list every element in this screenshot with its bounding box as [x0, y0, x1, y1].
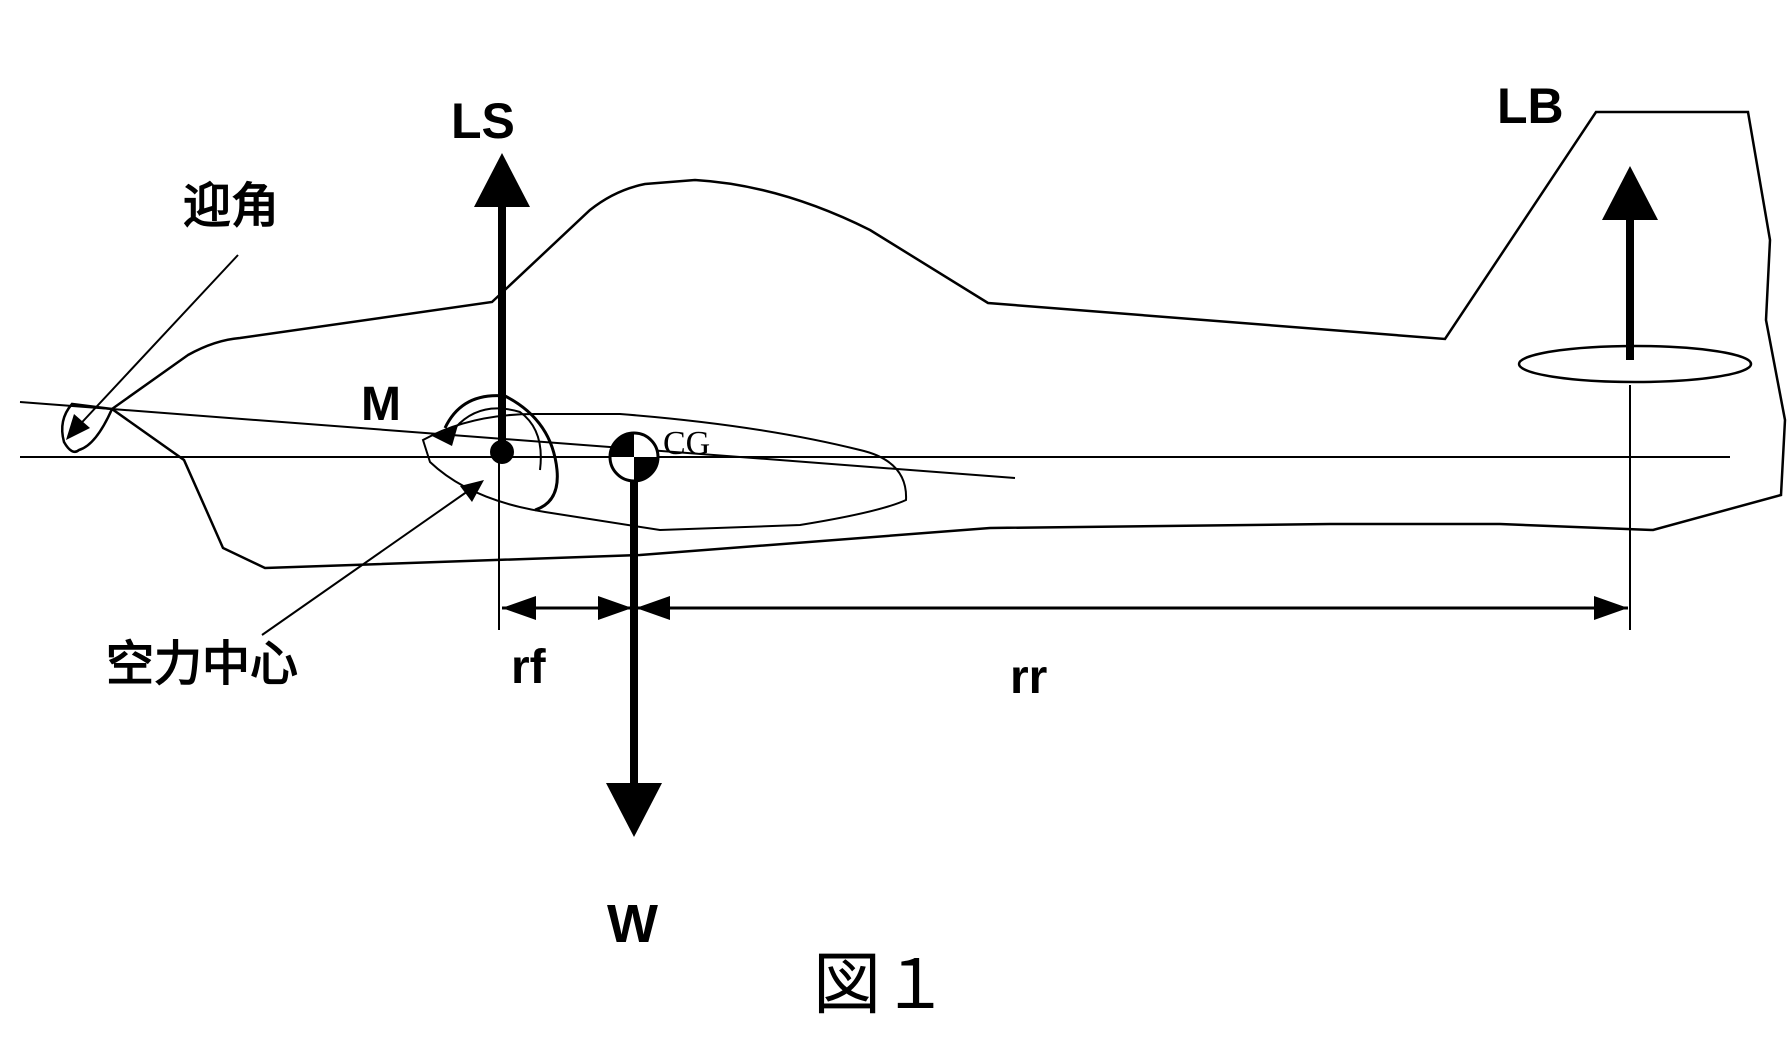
- aerodynamic-center-label: 空力中心: [106, 638, 298, 691]
- center-of-gravity-label: CG: [663, 425, 710, 462]
- weight-arrowhead: [606, 783, 662, 837]
- moment-curved-arrow: [443, 394, 559, 512]
- spinner-outline: [61, 402, 114, 453]
- fuselage-outline: [109, 110, 1787, 570]
- center-of-gravity-symbol: [608, 431, 660, 483]
- tail-lift-label: LB: [1497, 78, 1564, 134]
- angle-of-attack-label: 迎角: [183, 180, 279, 233]
- wing-lift-label: LS: [451, 93, 515, 149]
- aerodynamic-center-leader-line: [261, 483, 479, 636]
- angle-of-attack-leader-arrowhead: [66, 414, 90, 440]
- tail-lift-arrowhead: [1602, 166, 1658, 220]
- rf-dimension-arrowhead-right: [598, 596, 632, 620]
- rr-dimension-arrowhead-right: [1594, 596, 1628, 620]
- figure-caption: 図１: [813, 947, 949, 1023]
- angle-of-attack-leader-line: [71, 254, 239, 434]
- wing-airfoil-outline: [421, 413, 908, 532]
- moment-arrowhead: [432, 425, 458, 446]
- wing-chord-line: [19, 401, 1016, 479]
- moment-inner-swirl: [454, 407, 542, 471]
- rr-label: rr: [1010, 651, 1047, 704]
- aerodynamic-center-dot: [490, 440, 514, 464]
- moment-label: M: [361, 378, 401, 431]
- aerodynamic-center-leader-arrowhead: [460, 480, 484, 502]
- weight-label: W: [607, 894, 658, 954]
- rf-dimension-arrowhead-left: [502, 596, 536, 620]
- wing-lift-arrowhead: [474, 153, 530, 207]
- rf-label: rf: [511, 641, 547, 694]
- rr-dimension-arrowhead-left: [636, 596, 670, 620]
- horizontal-stabilizer: [1517, 344, 1753, 384]
